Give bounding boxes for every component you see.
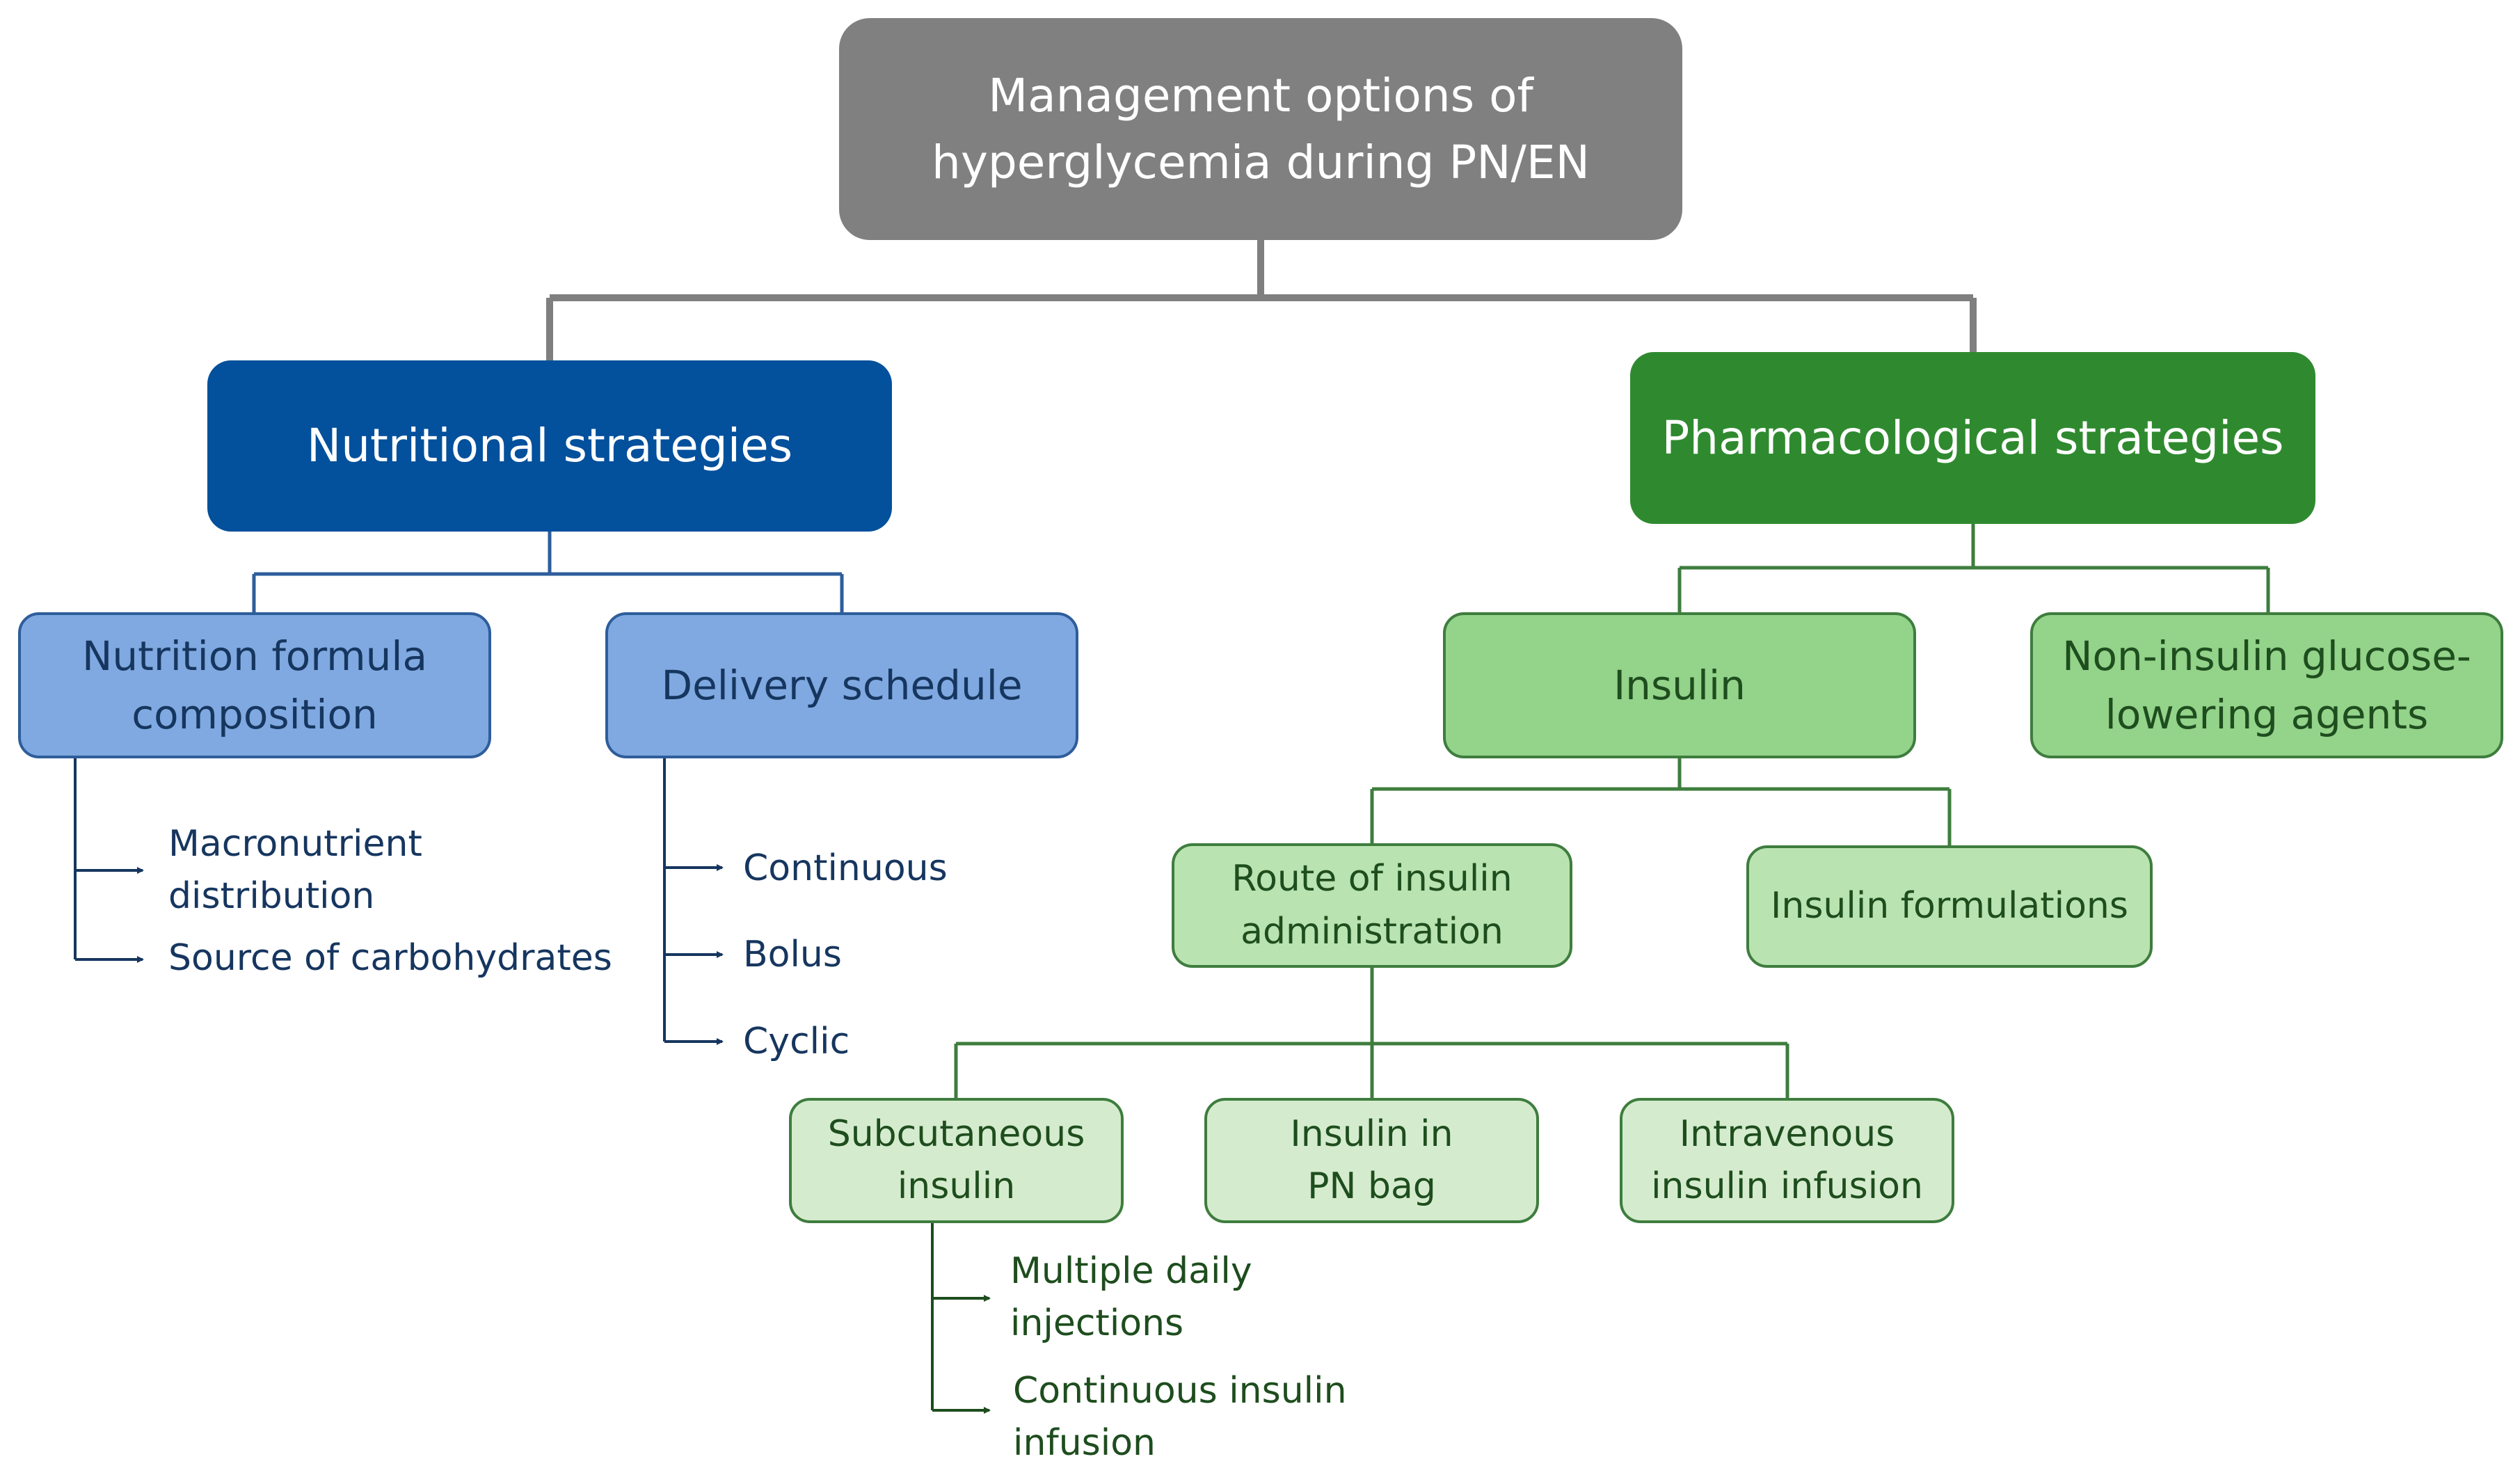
- subcutaneous-leaf-connector: [931, 1223, 991, 1414]
- insulin-formulations-node: Insulin formulations: [1746, 845, 2153, 968]
- root-node: Management options of hyperglycemia duri…: [839, 18, 1682, 240]
- intravenous-insulin-label: Intravenous insulin infusion: [1651, 1113, 1923, 1207]
- subcutaneous-insulin-node: Subcutaneous insulin: [789, 1098, 1124, 1223]
- insulin-connector: [1370, 758, 1952, 845]
- leaf-continuous-insulin-infusion: Continuous insulin infusion: [1013, 1370, 1347, 1465]
- formula-leaf-connector: [74, 758, 144, 963]
- intravenous-insulin-node: Intravenous insulin infusion: [1620, 1098, 1954, 1223]
- insulin-formulations-label: Insulin formulations: [1771, 885, 2128, 927]
- route-connector: [954, 968, 1789, 1098]
- non-insulin-agents-label: Non-insulin glucose- lowering agents: [2062, 632, 2471, 738]
- pharmacological-strategies-label: Pharmacological strategies: [1661, 410, 2284, 465]
- route-of-insulin-node: Route of insulin administration: [1172, 843, 1572, 968]
- insulin-in-pn-bag-label: Insulin in PN bag: [1290, 1113, 1453, 1207]
- nutritional-connector: [252, 532, 844, 612]
- root-connector: [546, 240, 1977, 360]
- route-of-insulin-label: Route of insulin administration: [1231, 858, 1513, 952]
- delivery-schedule-node: Delivery schedule: [605, 612, 1078, 758]
- root-label: Management options of hyperglycemia duri…: [932, 68, 1590, 189]
- leaf-bolus: Bolus: [743, 934, 842, 975]
- leaf-multiple-daily-injections: Multiple daily injections: [1010, 1250, 1252, 1345]
- delivery-leaf-connector: [663, 758, 724, 1045]
- insulin-label: Insulin: [1613, 661, 1746, 709]
- nutritional-strategies-node: Nutritional strategies: [207, 360, 892, 532]
- pharmacological-strategies-node: Pharmacological strategies: [1630, 352, 2315, 524]
- insulin-node: Insulin: [1443, 612, 1916, 758]
- nutrition-formula-label: Nutrition formula composition: [81, 632, 428, 738]
- non-insulin-agents-node: Non-insulin glucose- lowering agents: [2030, 612, 2503, 758]
- subcutaneous-insulin-label: Subcutaneous insulin: [827, 1113, 1085, 1207]
- insulin-in-pn-bag-node: Insulin in PN bag: [1204, 1098, 1539, 1223]
- leaf-continuous: Continuous: [743, 847, 948, 889]
- leaf-macronutrient-distribution: Macronutrient distribution: [168, 823, 422, 918]
- pharmacological-connector: [1677, 524, 2270, 612]
- nutrition-formula-node: Nutrition formula composition: [18, 612, 491, 758]
- leaf-source-of-carbohydrates: Source of carbohydrates: [168, 937, 612, 979]
- leaf-cyclic: Cyclic: [743, 1021, 850, 1062]
- nutritional-strategies-label: Nutritional strategies: [306, 419, 793, 473]
- delivery-schedule-label: Delivery schedule: [661, 661, 1023, 709]
